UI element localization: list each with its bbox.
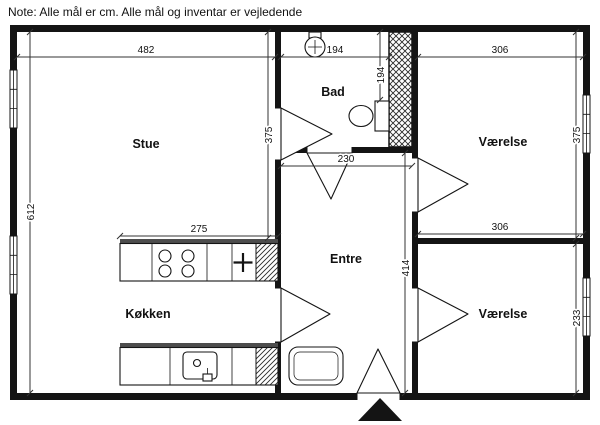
- worktop-edge: [120, 239, 278, 244]
- wardrobe: [288, 346, 344, 386]
- svg-text:375: 375: [572, 126, 583, 143]
- svg-text:482: 482: [138, 45, 155, 56]
- window-vaerelse-bottom-right: [582, 277, 591, 337]
- wall-entre-rooms-lower: [412, 342, 418, 393]
- entrance-opening: [357, 392, 400, 401]
- window-koekken-left: [9, 235, 18, 295]
- fixtures: [119, 31, 402, 421]
- room-label-vaerelse-top: Værelse: [479, 135, 528, 149]
- dim-counter-width: 275: [116, 222, 282, 240]
- tall-cabinet: [255, 347, 279, 386]
- doors: [275, 107, 469, 401]
- room-labels: Stue Bad Værelse Entre Køkken Værelse: [125, 85, 527, 321]
- wall-stue-entre-mid: [275, 160, 281, 288]
- room-label-vaerelse-bottom: Værelse: [479, 307, 528, 321]
- wall-entre-rooms-upper: [412, 32, 418, 158]
- dimensions: 482 194 306 230 275 306 612 375: [13, 28, 587, 397]
- wall-entre-rooms-mid: [412, 212, 418, 288]
- dim-stue-depth: 375: [262, 28, 277, 242]
- svg-text:194: 194: [327, 45, 344, 56]
- svg-text:194: 194: [376, 66, 387, 83]
- door-bad: [306, 152, 353, 200]
- kitchen-counter-top: [119, 239, 279, 282]
- kitchen-sink: [182, 351, 218, 382]
- duct-shaft: [388, 31, 413, 148]
- entrance-arrow-icon: [358, 398, 402, 421]
- dim-bottom-room-width: 306: [414, 220, 587, 238]
- refrigerator: [255, 243, 279, 282]
- dim-top-room-depth: 375: [570, 28, 585, 242]
- window-vaerelse-top-right: [582, 94, 591, 154]
- room-label-stue: Stue: [132, 137, 159, 151]
- outer-wall: [10, 25, 590, 400]
- door-vaerelse-bottom: [417, 287, 469, 343]
- dim-bad-depth: 194: [374, 28, 389, 104]
- dim-entre-width: 230: [277, 152, 416, 170]
- dim-left-depth: 612: [24, 28, 39, 397]
- room-label-koekken: Køkken: [125, 307, 170, 321]
- kitchen-counter-bottom: [119, 343, 279, 386]
- stove-burners: [158, 249, 195, 278]
- worktop-edge-bottom: [120, 343, 278, 348]
- svg-text:233: 233: [572, 309, 583, 326]
- door-koekken: [280, 287, 331, 343]
- window-stue-left: [9, 69, 18, 129]
- room-label-entre: Entre: [330, 252, 362, 266]
- sink-cross-icon: [233, 253, 253, 272]
- note-text: Note: Alle mål er cm. Alle mål og invent…: [8, 5, 302, 19]
- bathroom-sink: [304, 31, 326, 58]
- door-vaerelse-top: [417, 157, 469, 213]
- dim-stue-width: 482: [13, 43, 279, 61]
- door-stue: [280, 107, 333, 161]
- door-jambs: [275, 107, 418, 400]
- svg-text:414: 414: [401, 259, 412, 276]
- dim-bottom-room-depth: 233: [570, 240, 585, 397]
- room-label-bad: Bad: [321, 85, 345, 99]
- toilet: [348, 100, 390, 132]
- windows: [9, 69, 591, 337]
- wall-between-rooms: [418, 238, 583, 244]
- dim-top-room-width: 306: [414, 43, 587, 61]
- svg-text:612: 612: [26, 203, 37, 220]
- svg-text:306: 306: [492, 45, 509, 56]
- wall-stue-entre-upper: [275, 32, 281, 108]
- svg-text:275: 275: [191, 224, 208, 235]
- svg-text:306: 306: [492, 222, 509, 233]
- wall-bad-bottom-right: [352, 147, 412, 153]
- svg-text:230: 230: [338, 154, 355, 165]
- dim-bad-width: 194: [277, 43, 393, 61]
- door-entrance: [356, 348, 401, 394]
- walls: [10, 25, 590, 400]
- dim-entre-depth: 414: [399, 149, 414, 397]
- svg-text:375: 375: [264, 126, 275, 143]
